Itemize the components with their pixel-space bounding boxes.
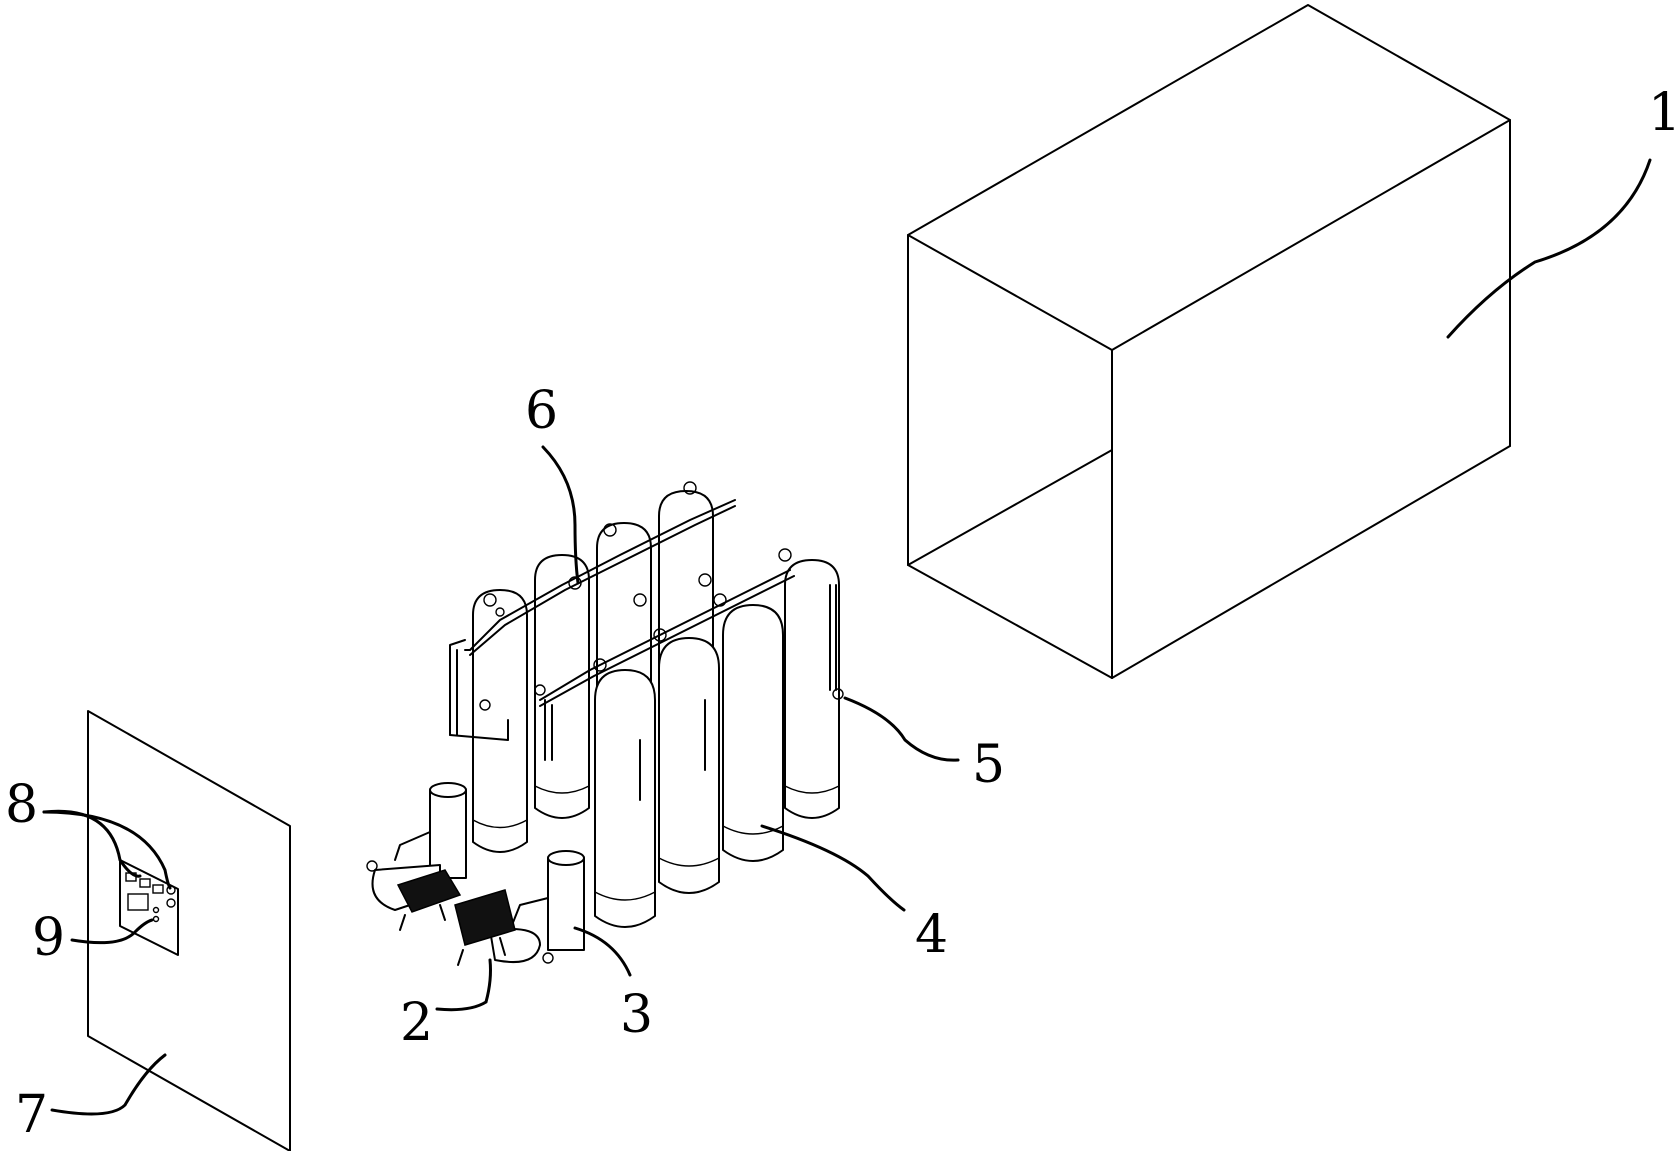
leader-4 bbox=[760, 824, 906, 912]
leader-2 bbox=[435, 958, 492, 1012]
pump bbox=[489, 928, 541, 964]
label-8: 8 bbox=[5, 775, 38, 835]
label-9: 9 bbox=[32, 908, 65, 968]
label-4: 4 bbox=[915, 905, 948, 965]
piping bbox=[449, 481, 844, 801]
leader-5 bbox=[843, 696, 960, 762]
label-1: 1 bbox=[1648, 83, 1678, 143]
control-display bbox=[127, 893, 149, 911]
valve bbox=[568, 576, 582, 590]
filter-tank-array bbox=[472, 490, 840, 928]
control-box bbox=[119, 859, 179, 956]
leader-lines bbox=[42, 158, 1652, 1116]
reference-numerals: 1 2 3 4 5 6 7 8 9 bbox=[5, 83, 1678, 1145]
leader-7 bbox=[50, 1053, 167, 1116]
leader-8a bbox=[42, 809, 142, 878]
leader-8b bbox=[42, 810, 172, 890]
leader-3 bbox=[573, 926, 632, 977]
small-tanks bbox=[394, 782, 585, 951]
wall-panel bbox=[87, 710, 291, 1151]
leader-9 bbox=[70, 918, 154, 945]
label-5: 5 bbox=[972, 735, 1005, 795]
container-box bbox=[907, 4, 1511, 679]
pipe-fitting bbox=[832, 688, 844, 700]
pumps bbox=[366, 860, 554, 966]
label-7: 7 bbox=[15, 1085, 48, 1145]
leader-1 bbox=[1446, 158, 1652, 339]
label-6: 6 bbox=[525, 381, 558, 441]
leader-6 bbox=[541, 445, 580, 585]
small-tank bbox=[547, 857, 585, 951]
filter-tank bbox=[722, 604, 784, 862]
label-3: 3 bbox=[620, 985, 653, 1045]
label-2: 2 bbox=[400, 993, 433, 1053]
